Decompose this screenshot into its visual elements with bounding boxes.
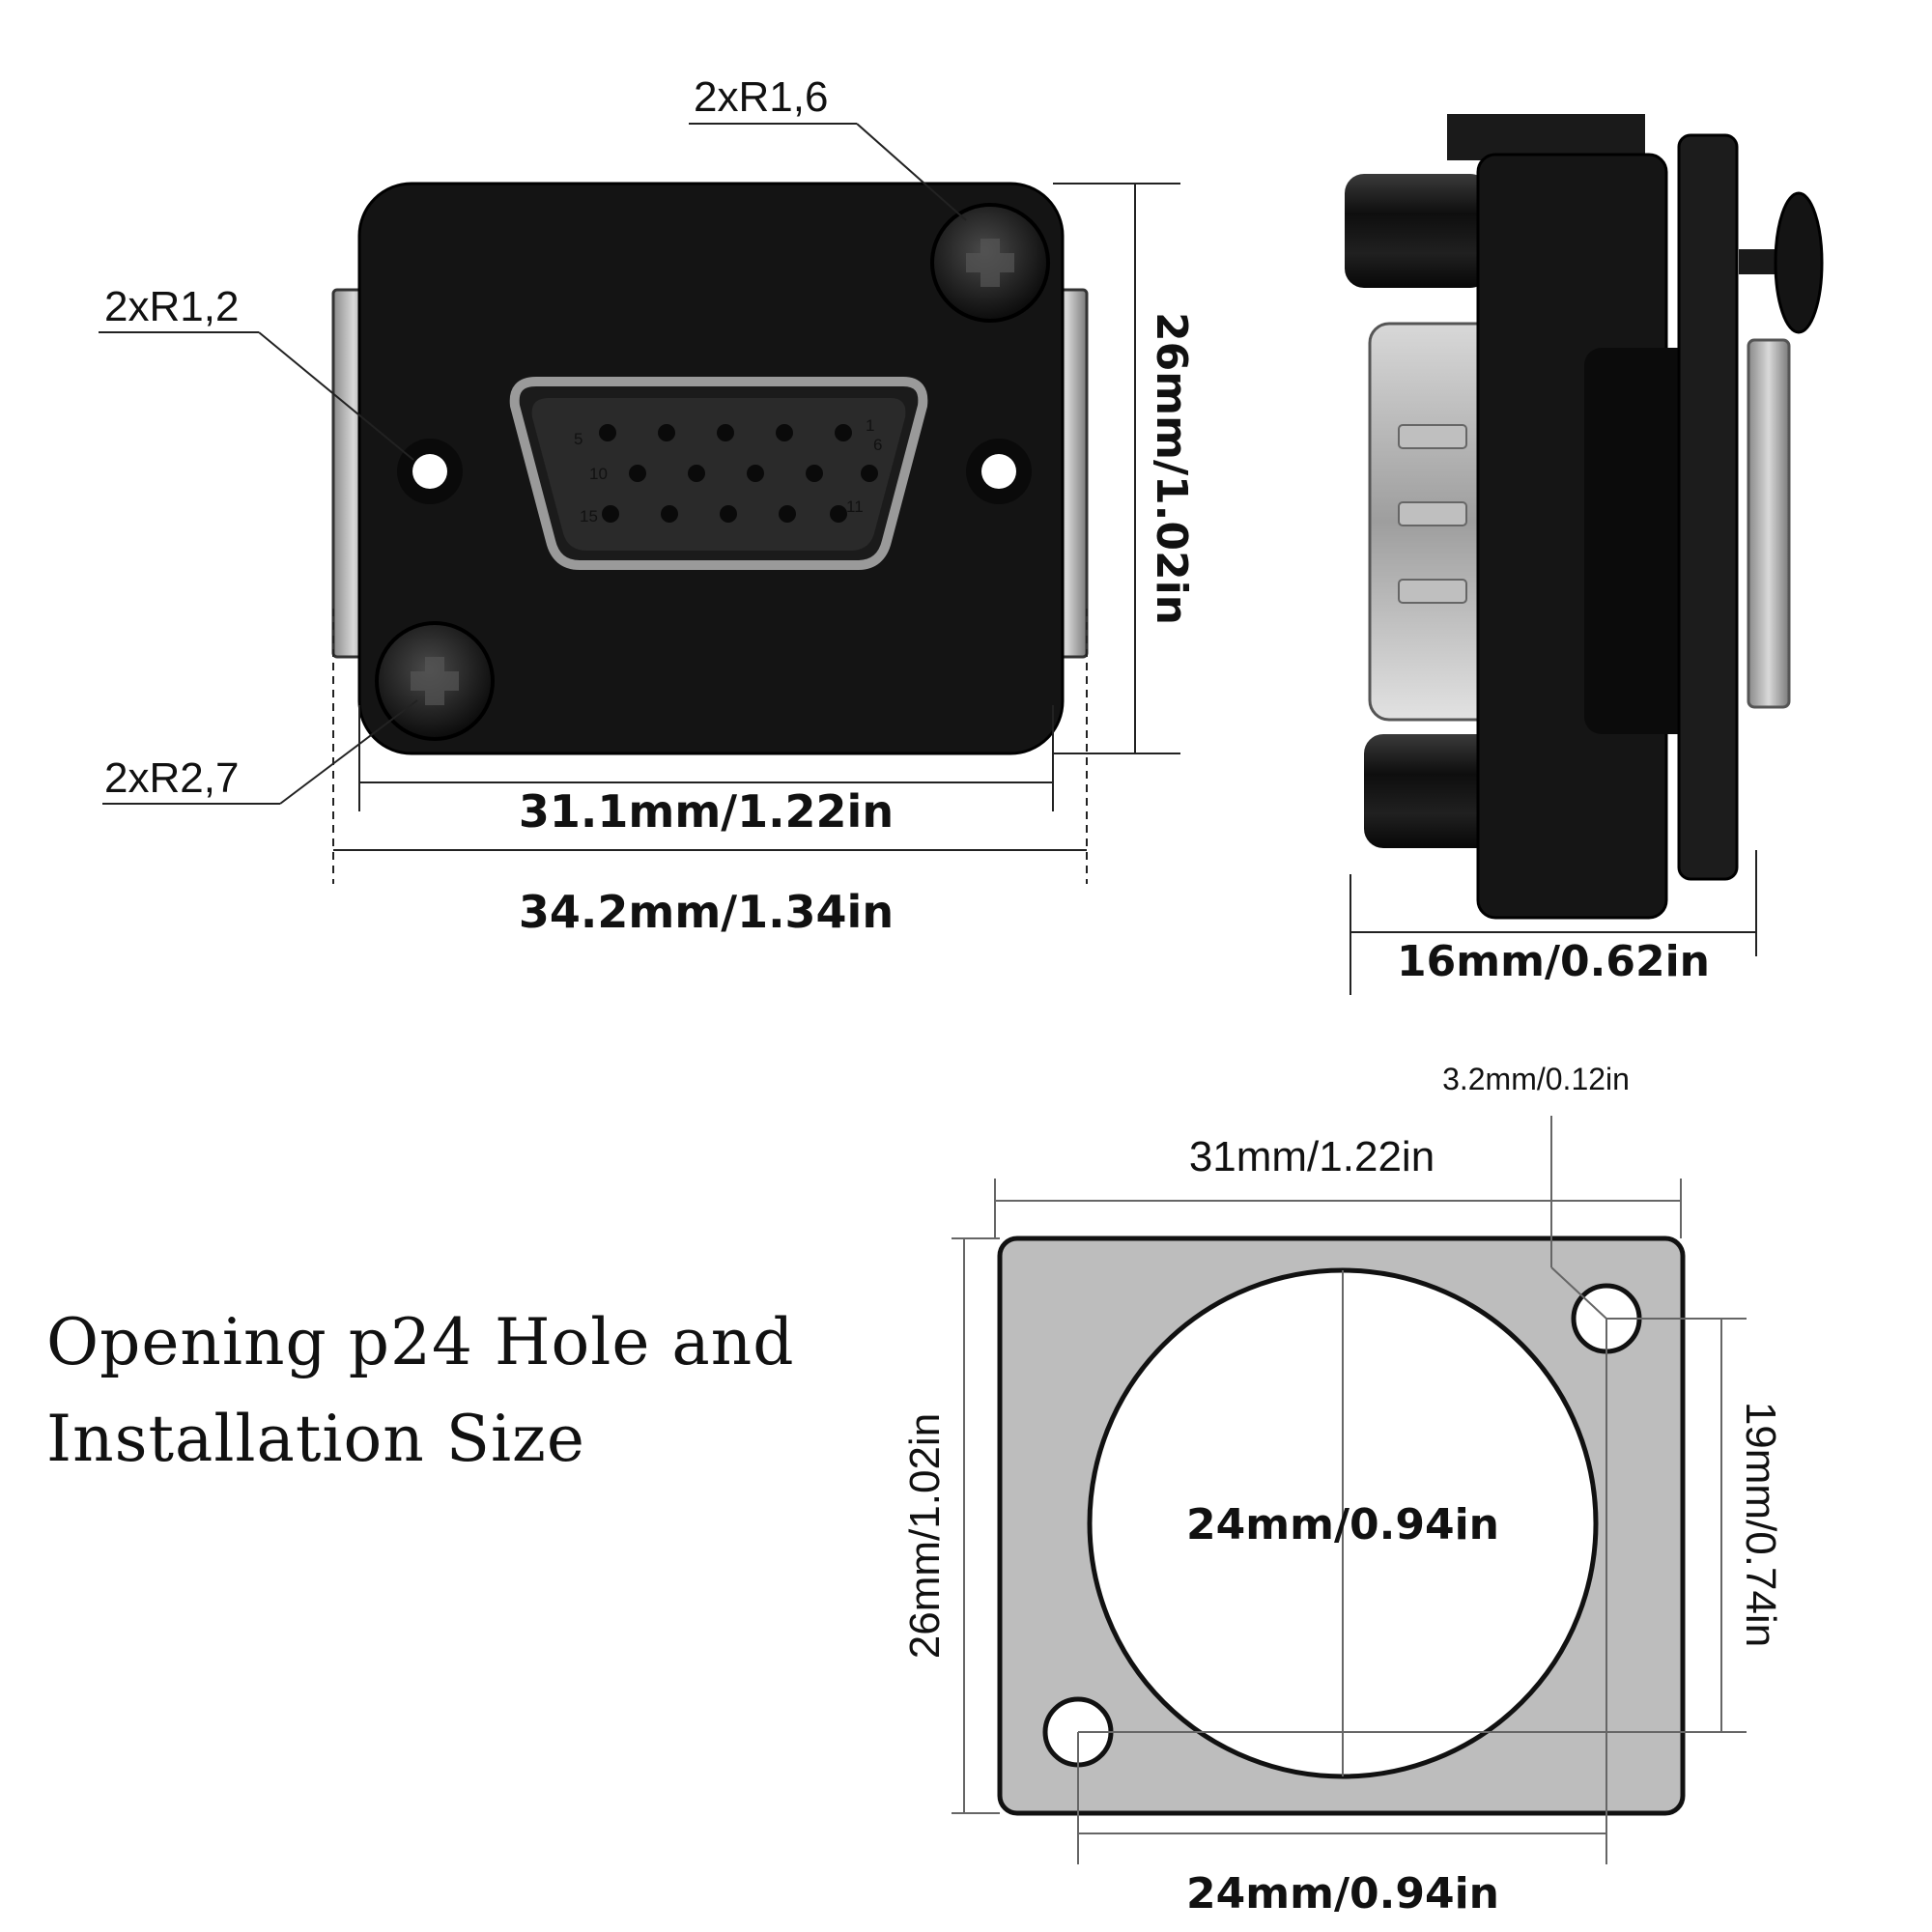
side-upper-post: [1345, 174, 1490, 288]
left-mount-hole-inner: [412, 454, 447, 489]
front-height-label: 26mm/1.02in: [1147, 312, 1196, 625]
flange-width-label: 31.1mm/1.22in: [519, 785, 894, 838]
side-shell-slots: [1398, 424, 1467, 604]
installation-heading-line1: Opening p24 Hole and: [46, 1305, 795, 1379]
plate-height-label: 26mm/1.02in: [901, 1413, 949, 1659]
hole-spacing-vertical-label: 19mm/0.74in: [1737, 1402, 1784, 1647]
front-view-dimensions: [99, 123, 1180, 884]
pin-label-6: 6: [873, 436, 882, 454]
side-view-connector: [1345, 114, 1824, 920]
pin-label-15: 15: [580, 507, 598, 526]
vga-socket-face: [531, 398, 906, 551]
side-metal-shell-right: [1747, 338, 1791, 709]
opening-diameter-label: 24mm/0.94in: [1186, 1500, 1499, 1549]
side-view-dimensions: [1350, 850, 1757, 995]
overall-width-label: 34.2mm/1.34in: [519, 886, 894, 938]
pin-label-11: 11: [846, 497, 864, 516]
hole-diameter-label: 3.2mm/0.12in: [1442, 1062, 1630, 1096]
installation-dimensions: [952, 1116, 1747, 1864]
hole-spacing-horizontal-label: 24mm/0.94in: [1186, 1869, 1499, 1918]
top-right-screw: [930, 203, 1050, 323]
side-inner-plate: [1584, 348, 1700, 734]
installation-heading: Opening p24 Hole and Installation Size: [46, 1294, 819, 1488]
bottom-left-screw: [375, 621, 495, 741]
vga-pins: [599, 424, 878, 523]
side-right-plate: [1677, 133, 1739, 881]
right-mount-hole-inner: [981, 454, 1016, 489]
plate-width-label: 31mm/1.22in: [1189, 1133, 1435, 1180]
pin-number-labels: 5 1 6 10 15 11: [574, 416, 882, 526]
callout-side-hole: 2xR1,2: [104, 283, 239, 330]
side-depth-label: 16mm/0.62in: [1397, 937, 1710, 986]
side-top-flange: [1447, 114, 1645, 160]
pin-label-10: 10: [589, 465, 608, 483]
installation-heading-line2: Installation Size: [46, 1402, 585, 1476]
callout-bottom-screw: 2xR2,7: [104, 754, 239, 802]
front-view-connector: 5 1 6 10 15 11: [331, 182, 1089, 755]
callout-top-screw: 2xR1,6: [694, 73, 828, 121]
pin-label-1: 1: [866, 416, 874, 435]
pin-label-5: 5: [574, 430, 582, 448]
side-lower-post: [1364, 734, 1509, 848]
side-screw-head: [1774, 191, 1824, 334]
